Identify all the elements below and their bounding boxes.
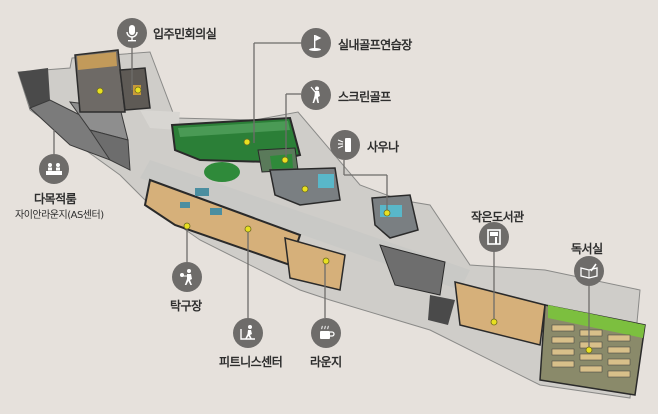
label-indoor-golf-practice: 실내골프연습장 bbox=[338, 38, 412, 52]
label-multipurpose-sub: 자이안라운지(AS센터) bbox=[15, 210, 104, 221]
coffee-cup-icon bbox=[311, 318, 341, 348]
label-lounge: 라운지 bbox=[310, 355, 342, 369]
treadmill-icon bbox=[233, 318, 263, 348]
label-reading-room: 독서실 bbox=[571, 242, 603, 256]
book-pen-icon bbox=[574, 256, 604, 286]
golfer-icon bbox=[301, 80, 331, 110]
label-mini-library: 작은도서관 bbox=[471, 210, 524, 224]
label-screen-golf: 스크린골프 bbox=[338, 90, 391, 104]
meeting-people-icon bbox=[39, 154, 69, 184]
label-multipurpose-room: 다목적룸 bbox=[34, 192, 77, 206]
microphone-icon bbox=[117, 18, 147, 48]
shower-icon bbox=[330, 130, 360, 160]
label-fitness-center: 피트니스센터 bbox=[219, 355, 283, 369]
bookshelf-icon bbox=[479, 222, 509, 252]
golf-flag-icon bbox=[301, 28, 331, 58]
label-sauna: 사우나 bbox=[367, 140, 399, 154]
ping-pong-player-icon bbox=[172, 262, 202, 292]
label-residents-meeting-room: 입주민회의실 bbox=[153, 27, 217, 41]
label-table-tennis: 탁구장 bbox=[170, 299, 202, 313]
